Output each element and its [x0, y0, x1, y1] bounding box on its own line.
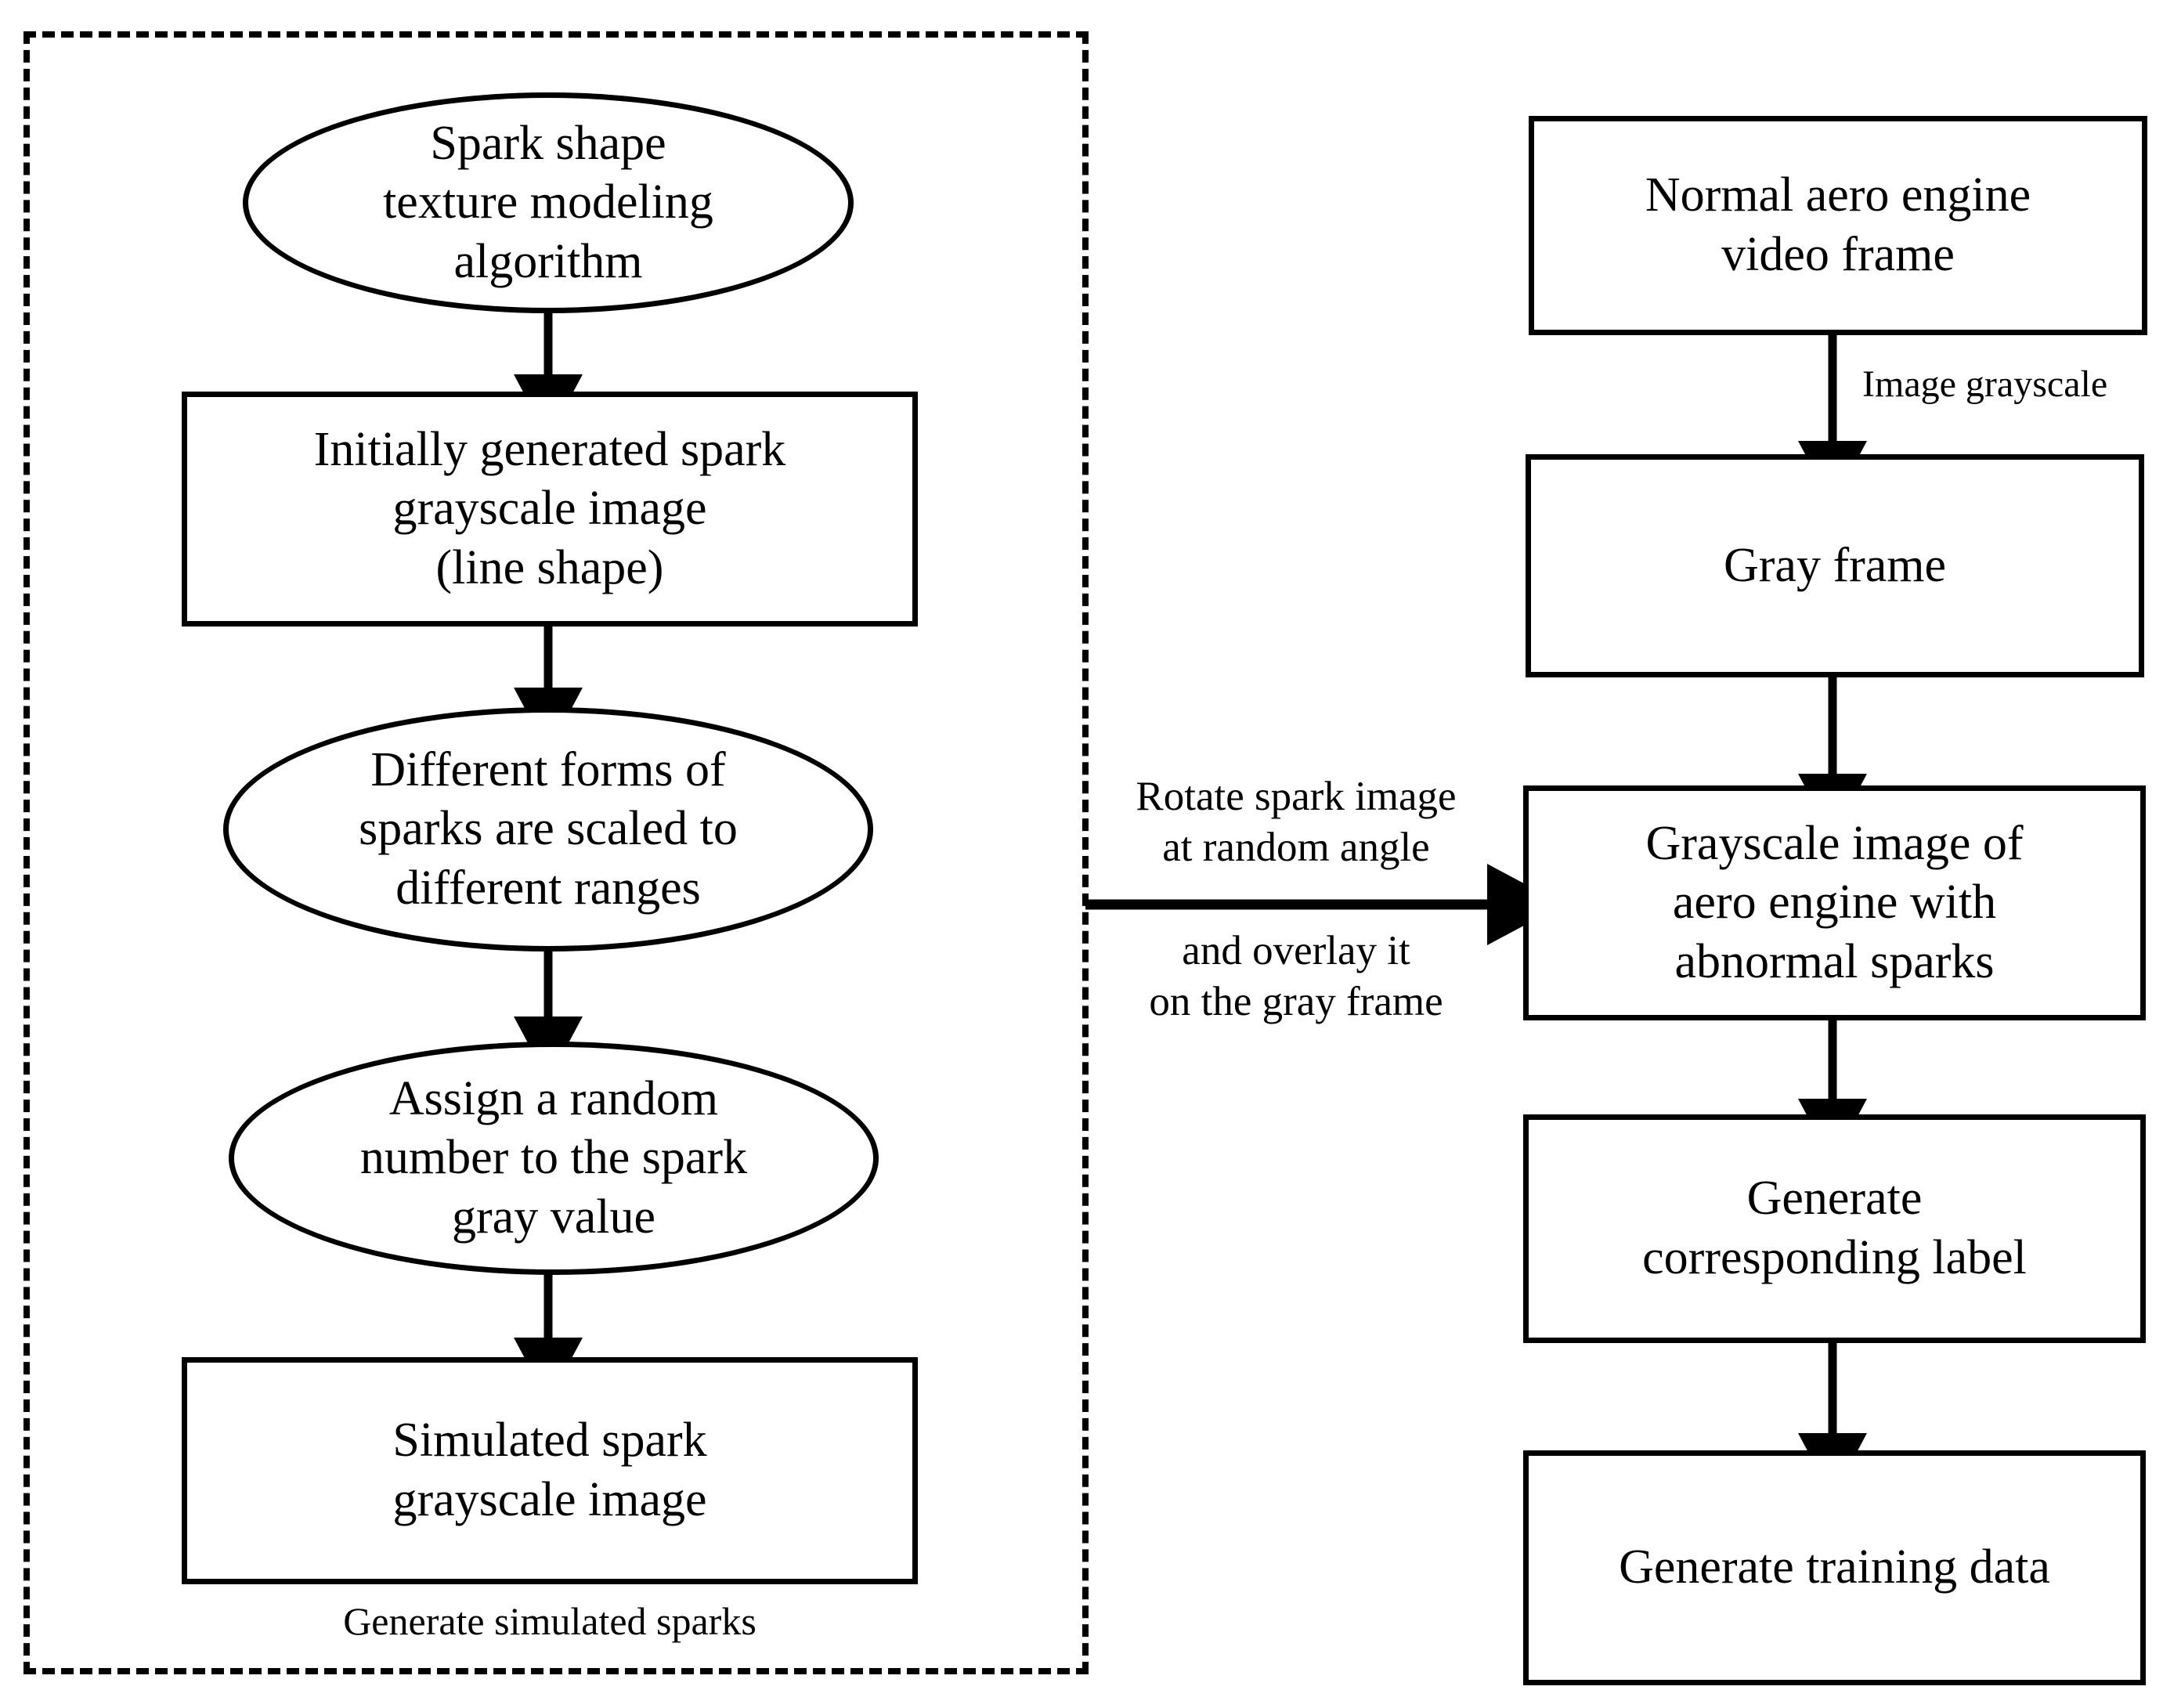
node-label: Simulated spark grayscale image — [392, 1414, 707, 1526]
dashed-group-region — [23, 31, 1089, 1674]
node-generate-corresponding-label[interactable]: Generate corresponding label — [1523, 1114, 2146, 1343]
edge-label-image-grayscale: Image grayscale — [1862, 363, 2108, 405]
node-assign-random-number-to-spark-gray-value[interactable]: Assign a random number to the spark gray… — [229, 1042, 879, 1275]
node-label: Different forms of sparks are scaled to … — [359, 742, 738, 915]
node-label: Initially generated spark grayscale imag… — [313, 422, 786, 594]
node-initially-generated-spark-grayscale-image[interactable]: Initially generated spark grayscale imag… — [182, 392, 918, 627]
edge-label-rotate-at-random-angle: Rotate spark image at random angle — [1136, 774, 1457, 870]
node-label: Grayscale image of aero engine with abno… — [1645, 816, 2024, 988]
dashed-group-caption: Generate simulated sparks — [343, 1599, 757, 1643]
node-label: Gray frame — [1724, 538, 1946, 592]
node-label: Generate training data — [1619, 1540, 2050, 1594]
node-simulated-spark-grayscale-image[interactable]: Simulated spark grayscale image — [182, 1357, 918, 1584]
node-label: Generate corresponding label — [1642, 1172, 2027, 1284]
node-grayscale-image-aero-engine-abnormal-sparks[interactable]: Grayscale image of aero engine with abno… — [1523, 785, 2146, 1020]
node-label: Spark shape texture modeling algorithm — [383, 116, 713, 288]
edge-label-overlay-on-gray-frame: and overlay it on the gray frame — [1149, 928, 1443, 1024]
node-label: Assign a random number to the spark gray… — [359, 1071, 748, 1244]
node-generate-training-data[interactable]: Generate training data — [1523, 1450, 2146, 1685]
node-label: Normal aero engine video frame — [1645, 168, 2031, 281]
node-gray-frame[interactable]: Gray frame — [1526, 454, 2144, 677]
node-different-forms-of-sparks-scaled[interactable]: Different forms of sparks are scaled to … — [223, 707, 873, 951]
node-spark-shape-texture-modeling-algorithm[interactable]: Spark shape texture modeling algorithm — [243, 92, 854, 313]
node-normal-aero-engine-video-frame[interactable]: Normal aero engine video frame — [1529, 116, 2147, 335]
